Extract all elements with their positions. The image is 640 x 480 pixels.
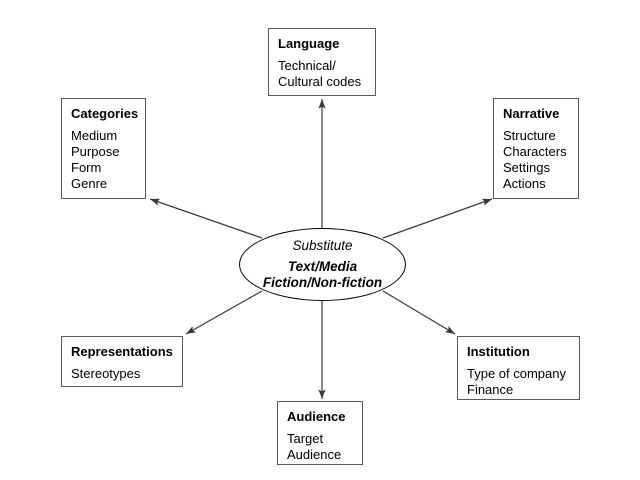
node-institution-line-2: Finance [467,382,514,397]
node-narrative-line-4: Actions [503,176,546,191]
node-narrative[interactable]: Narrative Structure Characters Settings … [493,98,579,199]
node-representations[interactable]: Representations Stereotypes [61,336,183,387]
node-categories-line-3: Form [71,160,102,175]
node-language-line-2: Cultural codes [278,74,362,89]
node-representations-title: Representations [71,344,173,359]
connector-hub-to-representations [185,290,263,335]
hub-node[interactable]: Substitute Text/Media Fiction/Non-fictio… [239,228,406,301]
node-categories[interactable]: Categories Medium Purpose Form Genre [61,98,146,199]
node-narrative-title: Narrative [503,106,560,121]
node-narrative-line-2: Characters [503,144,567,159]
node-audience-line-1: Target [287,431,324,446]
node-audience[interactable]: Audience Target Audience [277,401,363,465]
node-categories-line-4: Genre [71,176,108,191]
node-categories-title: Categories [71,106,139,121]
hub-main-line-1: Text/Media [287,259,358,274]
connector-hub-to-institution [382,290,456,335]
node-institution-line-1: Type of company [467,366,566,381]
connector-hub-to-narrative [382,198,493,239]
node-audience-line-2: Audience [287,447,342,462]
node-representations-line-1: Stereotypes [71,366,141,381]
node-language-title: Language [278,36,340,51]
hub-lead-text: Substitute [292,238,353,253]
node-categories-line-2: Purpose [71,144,120,159]
node-audience-title: Audience [287,409,346,424]
hub-main-line-2: Fiction/Non-fiction [262,275,383,290]
node-institution[interactable]: Institution Type of company Finance [457,336,580,400]
node-language-line-1: Technical/ [278,58,336,73]
node-narrative-line-1: Structure [503,128,556,143]
node-institution-title: Institution [467,344,530,359]
node-categories-line-1: Medium [71,128,118,143]
node-narrative-line-3: Settings [503,160,550,175]
connector-hub-to-categories [149,198,263,239]
node-language[interactable]: Language Technical/ Cultural codes [268,28,376,96]
